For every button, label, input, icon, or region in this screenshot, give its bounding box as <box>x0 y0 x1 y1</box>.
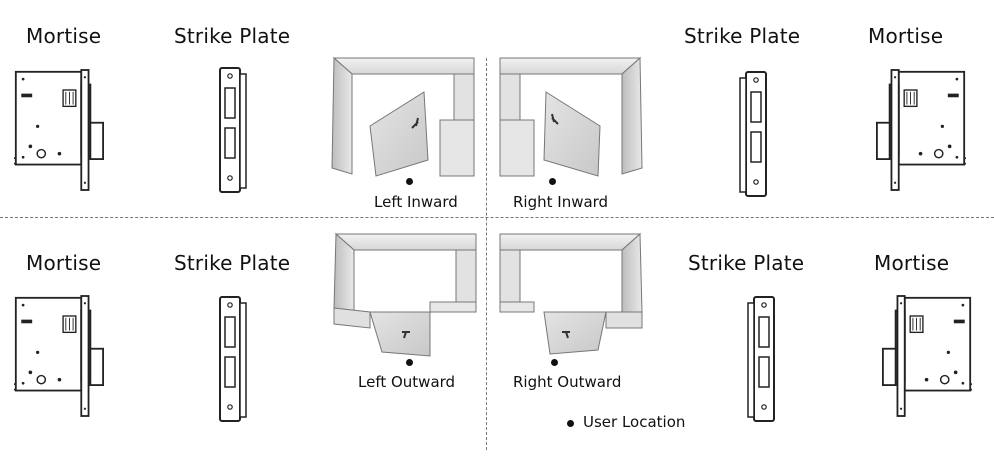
user-location-dot <box>549 178 556 185</box>
strike-plate-bottom-left <box>218 295 248 423</box>
legend-dot-icon <box>567 420 574 427</box>
caption-left-outward: Left Outward <box>358 373 456 391</box>
mortise-lock-bottom-right <box>881 295 972 417</box>
mortise-lock-top-left <box>14 69 105 191</box>
user-location-dot <box>406 178 413 185</box>
caption-right-outward: Right Outward <box>513 373 622 391</box>
caption-left-inward: Left Inward <box>374 193 458 211</box>
door-right-outward <box>499 232 643 355</box>
strike-plate-label-bottom-left: Strike Plate <box>174 251 291 275</box>
user-location-dot <box>551 359 558 366</box>
mortise-label-top-left: Mortise <box>26 24 102 48</box>
user-location-dot <box>406 359 413 366</box>
mortise-label-bottom-left: Mortise <box>26 251 102 275</box>
strike-plate-label-bottom-right: Strike Plate <box>688 251 805 275</box>
vertical-divider <box>486 58 487 450</box>
caption-right-inward: Right Inward <box>513 193 609 211</box>
strike-plate-top-left <box>219 67 247 193</box>
mortise-lock-top-right <box>875 69 966 191</box>
legend-user-location: User Location <box>583 413 686 431</box>
door-left-outward <box>333 232 477 357</box>
mortise-label-bottom-right: Mortise <box>874 251 950 275</box>
mortise-lock-bottom-left <box>14 295 105 417</box>
strike-plate-bottom-right <box>746 295 776 423</box>
strike-plate-top-right <box>739 71 767 197</box>
horizontal-divider <box>0 217 994 218</box>
door-right-inward <box>499 56 643 177</box>
door-left-inward <box>331 56 475 177</box>
strike-plate-label-top-right: Strike Plate <box>684 24 801 48</box>
strike-plate-label-top-left: Strike Plate <box>174 24 291 48</box>
mortise-label-top-right: Mortise <box>868 24 944 48</box>
